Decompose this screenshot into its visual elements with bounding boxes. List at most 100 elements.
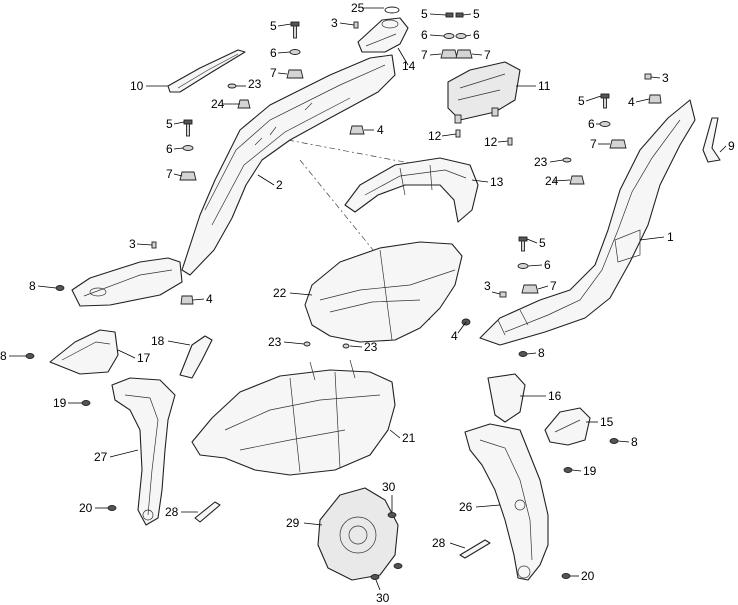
callout-label-4: 4 (377, 123, 384, 137)
callout-leader-line (429, 53, 442, 56)
callout-leader-line (497, 140, 509, 143)
callout-leader-line (303, 522, 323, 526)
callout-leader-line (719, 145, 727, 153)
leader-lines (9, 7, 727, 591)
callout-leader-line (277, 51, 291, 54)
callout-leader-line (441, 133, 457, 137)
callout-leader-line (277, 23, 292, 27)
callout-label-5: 5 (578, 94, 585, 108)
callout-label-5: 5 (473, 7, 480, 21)
callout-label-19: 19 (53, 396, 67, 410)
callout-label-3: 3 (331, 16, 338, 30)
callout-leader-line (167, 340, 191, 346)
callout-label-24: 24 (211, 97, 225, 111)
callout-label-8: 8 (29, 279, 36, 293)
callout-leader-line (585, 95, 602, 102)
callout-leader-line (289, 292, 313, 296)
left-side-cover-part-2 (181, 54, 396, 276)
rear-bracket-part-14 (357, 17, 409, 53)
callout-label-23: 23 (268, 335, 282, 349)
callout-label-1: 1 (667, 230, 674, 244)
callout-leader-line (173, 147, 184, 150)
callout-label-28: 28 (432, 536, 446, 550)
callout-label-6: 6 (270, 46, 277, 60)
callout-label-24: 24 (545, 174, 559, 188)
callout-label-20: 20 (581, 569, 595, 583)
callout-label-7: 7 (421, 48, 428, 62)
callout-leader-line (617, 440, 630, 443)
callout-leader-line (257, 174, 275, 186)
callout-label-6: 6 (421, 28, 428, 42)
callout-label-8: 8 (631, 435, 638, 449)
callout-label-25: 25 (351, 1, 365, 15)
callout-leader-line (449, 542, 466, 549)
callout-leader-line (639, 236, 665, 241)
callout-label-23: 23 (534, 155, 548, 169)
callout-label-13: 13 (490, 175, 504, 189)
callout-label-22: 22 (273, 286, 287, 300)
callout-leader-line (173, 121, 185, 125)
callout-label-4: 4 (451, 329, 458, 343)
callout-label-5: 5 (166, 117, 173, 131)
callout-label-20: 20 (79, 501, 93, 515)
callout-leader-line (475, 504, 501, 508)
callout-leader-line (471, 179, 489, 183)
callout-leader-line (526, 352, 537, 355)
callout-label-23: 23 (364, 340, 378, 354)
callout-label-19: 19 (583, 464, 597, 478)
callout-leader-line (537, 285, 549, 290)
callout-leader-line (389, 429, 401, 439)
callout-label-26: 26 (459, 500, 473, 514)
callout-label-5: 5 (270, 19, 277, 33)
callout-label-7: 7 (166, 167, 173, 181)
callout-label-11: 11 (538, 79, 551, 93)
callout-leader-line (136, 243, 153, 246)
callout-leader-line (429, 34, 445, 37)
seat-part-22 (304, 241, 463, 343)
callout-label-6: 6 (166, 142, 173, 156)
frame-guard-part-26 (464, 423, 549, 581)
callout-label-3: 3 (484, 279, 491, 293)
callout-leader-line (397, 47, 409, 66)
callout-leader-line (375, 579, 381, 591)
right-side-cover-part-1 (479, 99, 696, 346)
callout-label-3: 3 (129, 237, 136, 251)
callout-leader-line (553, 179, 571, 182)
callout-label-30: 30 (376, 591, 390, 605)
callout-label-12: 12 (428, 129, 442, 143)
callout-leader-line (173, 173, 183, 177)
callout-leader-line (429, 13, 447, 16)
callout-label-16: 16 (548, 389, 562, 403)
callout-label-15: 15 (600, 415, 614, 429)
center-line (287, 139, 421, 166)
callout-leader-line (650, 76, 661, 79)
bracket-part-18 (179, 335, 213, 379)
callout-label-28: 28 (165, 505, 179, 519)
small-cover-part-17 (49, 329, 119, 375)
cover-part-16 (487, 373, 526, 423)
frame-guard-part-27 (111, 377, 176, 526)
left-lower-panel (71, 257, 183, 307)
tail-piece-part-13 (344, 157, 479, 223)
callout-leader-line (465, 34, 472, 37)
callout-label-14: 14 (402, 59, 416, 73)
callout-label-7: 7 (270, 66, 277, 80)
callout-label-5: 5 (539, 236, 546, 250)
callout-label-6: 6 (473, 28, 480, 42)
callout-label-29: 29 (286, 516, 300, 530)
callout-label-8: 8 (538, 346, 545, 360)
callout-leader-line (277, 72, 288, 75)
callout-leader-line (462, 13, 472, 16)
trim-strip-part-10 (167, 49, 246, 93)
callout-label-7: 7 (484, 48, 491, 62)
callout-label-12: 12 (484, 135, 498, 149)
callout-leader-line (549, 159, 564, 163)
callout-leader-line (349, 345, 363, 348)
callout-label-30: 30 (382, 480, 396, 494)
callout-leader-line (283, 341, 305, 345)
callout-leader-line (526, 238, 538, 244)
callout-leader-line (339, 22, 355, 26)
